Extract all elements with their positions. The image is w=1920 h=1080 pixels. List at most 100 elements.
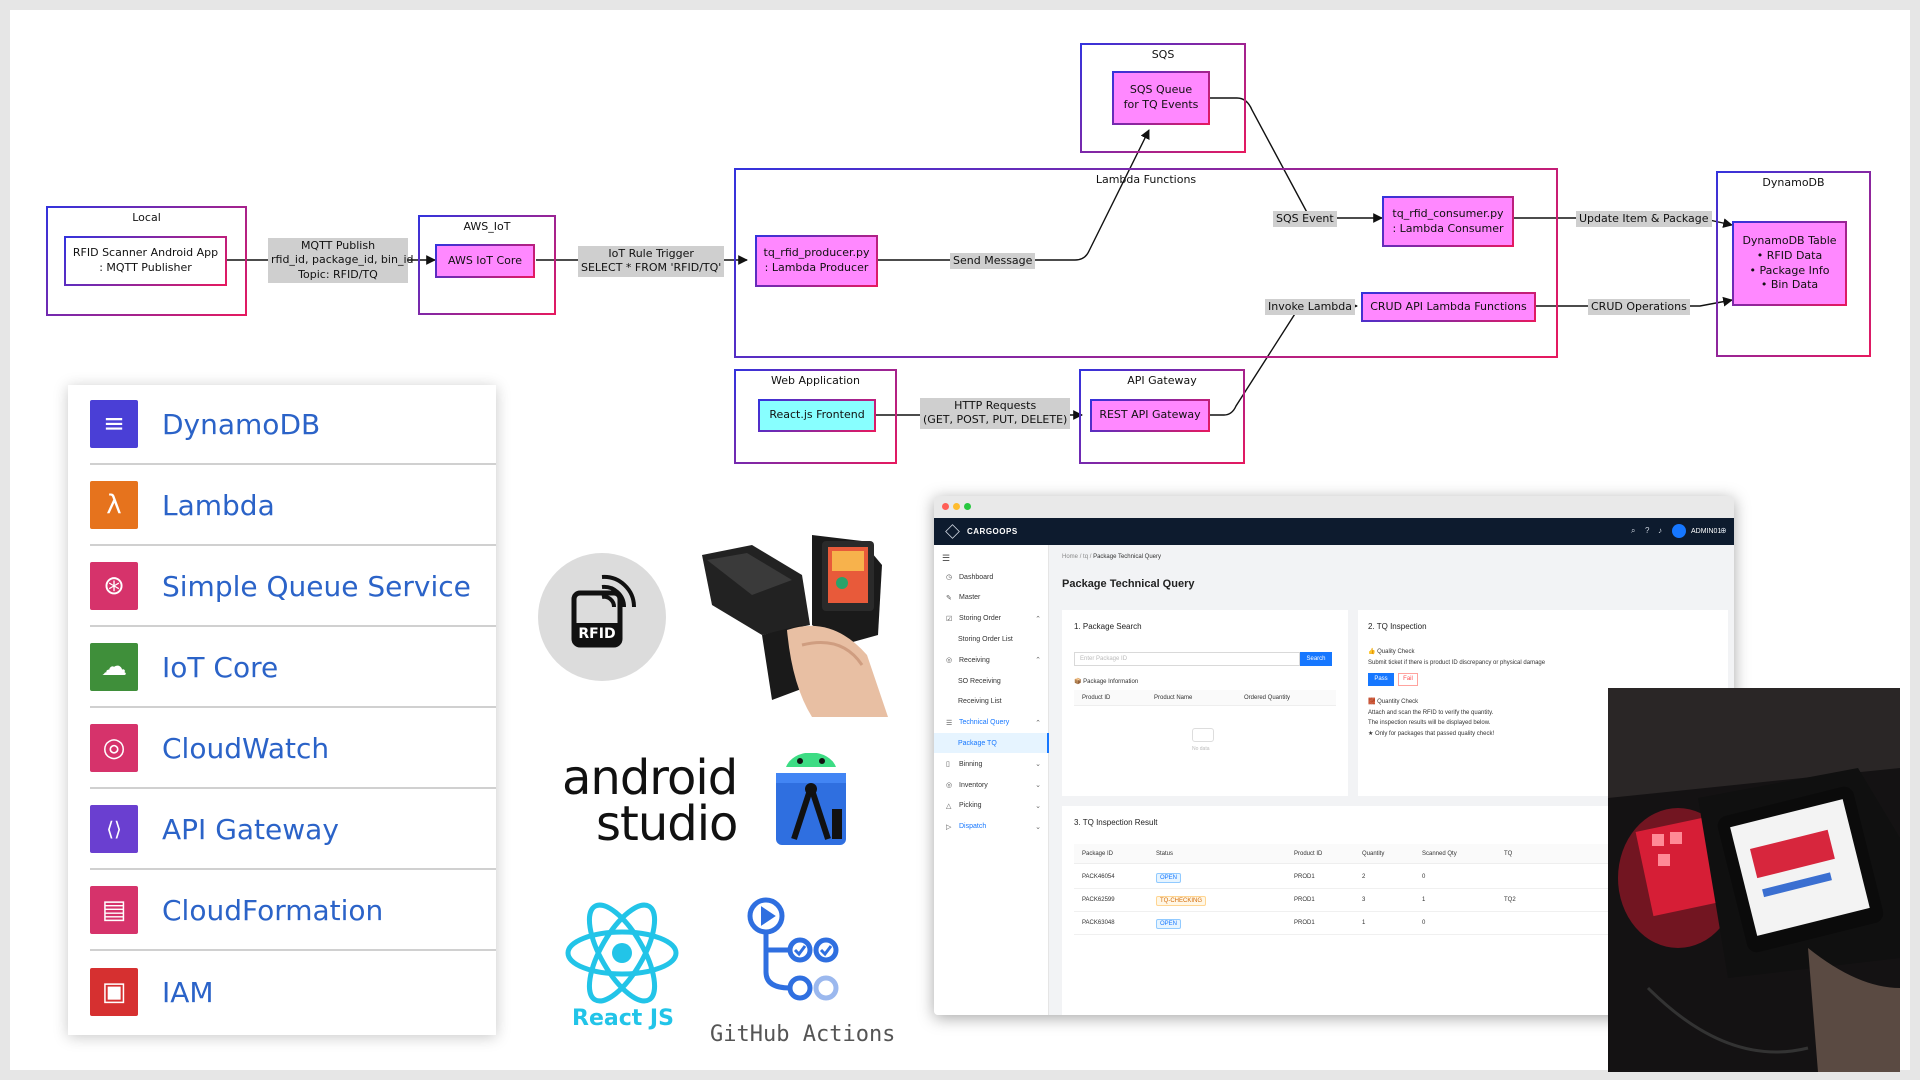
tq-result-title: 3. TQ Inspection Result bbox=[1074, 818, 1158, 827]
node-dynamo-line1: DynamoDB Table bbox=[1742, 233, 1837, 247]
api-gateway-icon: ⟨⟩ bbox=[90, 805, 138, 853]
sidebar-item-receiving-list[interactable]: Receiving List bbox=[934, 692, 1049, 712]
sidebar-item-storing-order[interactable]: ☑Storing Order⌃ bbox=[934, 609, 1049, 629]
node-dynamo-line2: • RFID Data bbox=[1756, 248, 1823, 262]
sidebar-item-master[interactable]: ✎Master bbox=[934, 588, 1049, 608]
sidebar-item-so-receiving[interactable]: SO Receiving bbox=[934, 671, 1049, 691]
dynamodb-icon: ≡ bbox=[90, 400, 138, 448]
help-icon[interactable]: ? bbox=[1645, 526, 1650, 535]
lambda-icon: λ bbox=[90, 481, 138, 529]
fail-button[interactable]: Fail bbox=[1398, 673, 1418, 686]
label-iot-rule-line2: SELECT * FROM 'RFID/TQ' bbox=[581, 261, 722, 275]
chevron-icon: ⌄ bbox=[1035, 802, 1041, 810]
col-quantity: Quantity bbox=[1362, 851, 1385, 857]
package-id-input[interactable]: Enter Package ID bbox=[1074, 652, 1300, 666]
sidebar-item-technical-query[interactable]: ☰Technical Query⌃ bbox=[934, 713, 1049, 733]
avatar[interactable] bbox=[1672, 524, 1686, 538]
service-row-lambda: λ Lambda bbox=[90, 466, 496, 546]
sidebar-item-label: Storing Order List bbox=[958, 635, 1013, 643]
sidebar-item-package-tq[interactable]: Package TQ bbox=[934, 733, 1049, 754]
sidebar-item-receiving[interactable]: ◎Receiving⌃ bbox=[934, 650, 1049, 670]
service-name-iam: IAM bbox=[162, 975, 214, 1009]
service-row-sqs: ⊛ Simple Queue Service bbox=[90, 547, 496, 627]
node-iot-core-label: AWS IoT Core bbox=[448, 253, 522, 267]
sidebar-item-picking[interactable]: △Picking⌄ bbox=[934, 796, 1049, 816]
quantity-check-line3: ★ Only for packages that passed quality … bbox=[1368, 731, 1495, 737]
sidebar-item-storing-order-list[interactable]: Storing Order List bbox=[934, 629, 1049, 649]
chevron-icon: ⌄ bbox=[1035, 761, 1041, 769]
sidebar-item-label: Master bbox=[959, 594, 981, 602]
sidebar-item-icon: ◷ bbox=[946, 574, 953, 581]
android-studio-line1: android bbox=[562, 750, 738, 806]
col-scanned-qty: Scanned Qty bbox=[1422, 851, 1457, 857]
service-name-dynamodb: DynamoDB bbox=[162, 407, 321, 441]
service-name-api-gateway: API Gateway bbox=[162, 812, 339, 846]
node-lambda-producer: tq_rfid_producer.py : Lambda Producer bbox=[755, 235, 878, 287]
label-http-requests: HTTP Requests (GET, POST, PUT, DELETE) bbox=[920, 398, 1071, 429]
service-row-iam: ▣ IAM bbox=[90, 952, 496, 1032]
package-search-panel: 1. Package Search Enter Package ID Searc… bbox=[1062, 610, 1348, 796]
cell-qty: 2 bbox=[1362, 874, 1366, 880]
status-badge: OPEN bbox=[1156, 873, 1182, 883]
sidebar-item-label: Receiving bbox=[959, 656, 990, 664]
sidebar-item-binning[interactable]: ▯Binning⌄ bbox=[934, 754, 1049, 774]
rfid-device-in-use-photo bbox=[1608, 688, 1900, 1072]
window-maximize-button[interactable] bbox=[964, 503, 971, 510]
cell-qty: 1 bbox=[1362, 920, 1366, 926]
result-table-header: Package ID Status Product ID Quantity Sc… bbox=[1074, 844, 1724, 864]
menu-toggle-icon[interactable]: ☰ bbox=[942, 553, 951, 563]
bell-icon[interactable]: ♪ bbox=[1658, 526, 1662, 535]
label-mqtt-line1: MQTT Publish bbox=[300, 239, 376, 252]
globe-icon[interactable]: ⊕ bbox=[1720, 526, 1727, 535]
node-consumer-line1: tq_rfid_consumer.py bbox=[1392, 206, 1504, 220]
sidebar-item-label: Package TQ bbox=[958, 739, 997, 747]
page-title: Package Technical Query bbox=[1062, 578, 1195, 590]
sidebar-item-dispatch[interactable]: ▷Dispatch⌄ bbox=[934, 817, 1049, 837]
react-logo-text: React JS bbox=[572, 1006, 674, 1031]
sidebar-item-icon: ◎ bbox=[946, 782, 953, 789]
github-actions-text: GitHub Actions bbox=[710, 1022, 896, 1047]
github-actions-icon bbox=[740, 892, 840, 1002]
cell-scanned: 1 bbox=[1422, 897, 1426, 903]
window-close-button[interactable] bbox=[942, 503, 949, 510]
sidebar-item-inventory[interactable]: ◎Inventory⌄ bbox=[934, 775, 1049, 795]
sidebar-item-label: Dashboard bbox=[959, 573, 994, 581]
android-studio-line2: studio bbox=[596, 796, 738, 852]
label-mqtt-publish: MQTT Publish rfid_id, package_id, bin_id… bbox=[268, 238, 413, 283]
cell-tq: TQ2 bbox=[1504, 897, 1516, 903]
search-button[interactable]: Search bbox=[1300, 652, 1332, 666]
tq-inspection-title: 2. TQ Inspection bbox=[1368, 622, 1427, 631]
node-lambda-consumer: tq_rfid_consumer.py : Lambda Consumer bbox=[1382, 196, 1514, 247]
chevron-icon: ⌃ bbox=[1035, 615, 1041, 623]
sidebar-item-label: SO Receiving bbox=[958, 677, 1001, 685]
col-product-name: Product Name bbox=[1154, 695, 1193, 701]
status-badge: OPEN bbox=[1156, 919, 1182, 929]
col-tq: TQ bbox=[1504, 851, 1513, 857]
quantity-check-title: 🧱 Quantity Check bbox=[1368, 699, 1419, 705]
service-name-cloudformation: CloudFormation bbox=[162, 893, 384, 927]
sidebar-item-label: Storing Order bbox=[959, 615, 1002, 623]
col-package-id: Package ID bbox=[1082, 851, 1114, 857]
node-aws-iot-core: AWS IoT Core bbox=[435, 244, 535, 278]
group-web-app-title: Web Application bbox=[771, 374, 860, 387]
user-name: ADMIN01 bbox=[1691, 528, 1722, 535]
breadcrumb-tq[interactable]: tq bbox=[1083, 554, 1089, 560]
sidebar-item-dashboard[interactable]: ◷ Dashboard bbox=[934, 567, 1049, 587]
node-producer-line2: : Lambda Producer bbox=[764, 261, 869, 274]
service-row-api-gateway: ⟨⟩ API Gateway bbox=[90, 790, 496, 870]
chevron-icon: ⌃ bbox=[1035, 719, 1041, 727]
node-crud-label: CRUD API Lambda Functions bbox=[1370, 299, 1527, 313]
breadcrumb: Home / tq / Package Technical Query bbox=[1062, 554, 1161, 560]
group-aws-iot-title: AWS_IoT bbox=[463, 220, 511, 233]
group-api-gateway-title: API Gateway bbox=[1127, 374, 1197, 387]
node-crud-lambda: CRUD API Lambda Functions bbox=[1361, 292, 1536, 322]
pass-button[interactable]: Pass bbox=[1368, 673, 1394, 686]
search-icon[interactable]: ⌕ bbox=[1631, 526, 1636, 535]
package-info-label: 📦 Package Information bbox=[1074, 679, 1139, 685]
breadcrumb-home[interactable]: Home bbox=[1062, 554, 1079, 560]
sidebar-item-label: Binning bbox=[959, 760, 983, 768]
window-minimize-button[interactable] bbox=[953, 503, 960, 510]
